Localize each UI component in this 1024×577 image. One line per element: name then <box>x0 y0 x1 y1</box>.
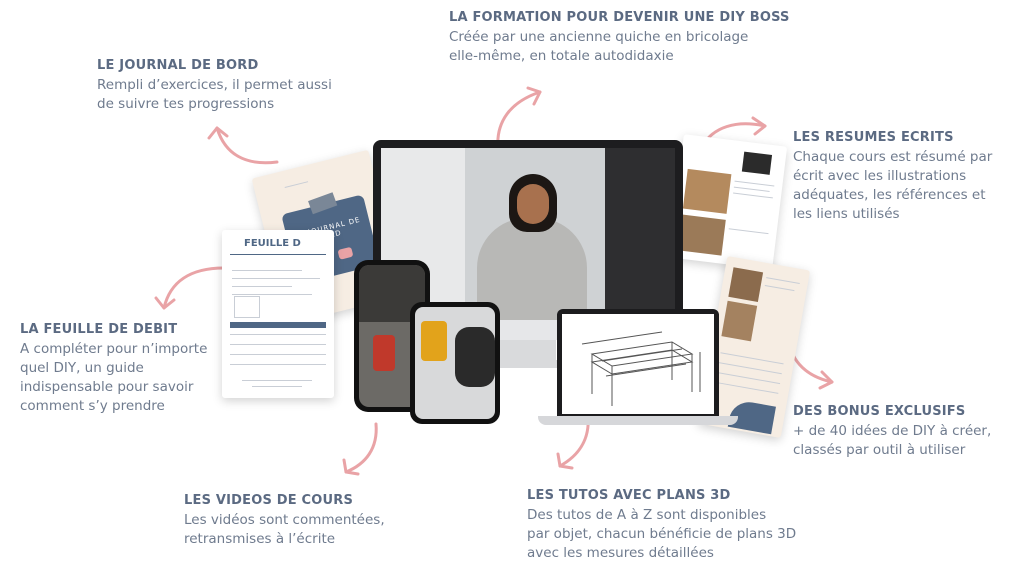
callout-bonus: DES BONUS EXCLUSIFS + de 40 idées de DIY… <box>793 404 991 460</box>
plan-3d <box>562 314 714 414</box>
callout-journal: LE JOURNAL DE BORD Rempli d’exercices, i… <box>97 58 332 114</box>
callout-feuille: LA FEUILLE DE DEBIT A compléter pour n’i… <box>20 322 207 416</box>
callout-title: LES TUTOS AVEC PLANS 3D <box>527 488 731 503</box>
callout-title: LA FEUILLE DE DEBIT <box>20 322 178 337</box>
arrow-feuille <box>154 266 226 310</box>
callout-resumes: LES RESUMES ECRITS Chaque cours est résu… <box>793 130 992 224</box>
monitor-mockup <box>373 140 683 340</box>
video-frame <box>381 148 675 320</box>
callout-title: LE JOURNAL DE BORD <box>97 58 259 73</box>
arrow-journal <box>207 126 279 165</box>
tape-icon <box>308 192 338 215</box>
arrow-videos <box>342 422 378 476</box>
callout-title: LA FORMATION POUR DEVENIR UNE DIY BOSS <box>449 10 790 25</box>
callout-title: LES VIDEOS DE COURS <box>184 493 354 508</box>
callout-formation: LA FORMATION POUR DEVENIR UNE DIY BOSS C… <box>449 10 790 66</box>
callout-text: Créée par une ancienne quiche en bricola… <box>449 29 749 64</box>
laptop-mockup <box>557 309 719 417</box>
callout-title: DES BONUS EXCLUSIFS <box>793 404 966 419</box>
presenter-face <box>517 184 549 224</box>
laptop-base <box>538 416 738 425</box>
tablet-mockup <box>410 302 500 424</box>
callout-text: + de 40 idées de DIY à créer,classés par… <box>793 423 992 458</box>
feuille-heading: FEUILLE D <box>244 238 301 249</box>
callout-text: Les vidéos sont commentées,retransmises … <box>184 512 385 547</box>
callout-title: LES RESUMES ECRITS <box>793 130 954 145</box>
feuille-mockup: FEUILLE D <box>222 230 334 398</box>
resumes-mockup <box>668 134 788 270</box>
callout-tutos: LES TUTOS AVEC PLANS 3D Des tutos de A à… <box>527 488 796 563</box>
monitor-base <box>470 360 586 368</box>
monitor-stand <box>500 340 556 362</box>
callout-videos: LES VIDEOS DE COURS Les vidéos sont comm… <box>184 493 385 549</box>
presenter-body <box>477 218 587 320</box>
